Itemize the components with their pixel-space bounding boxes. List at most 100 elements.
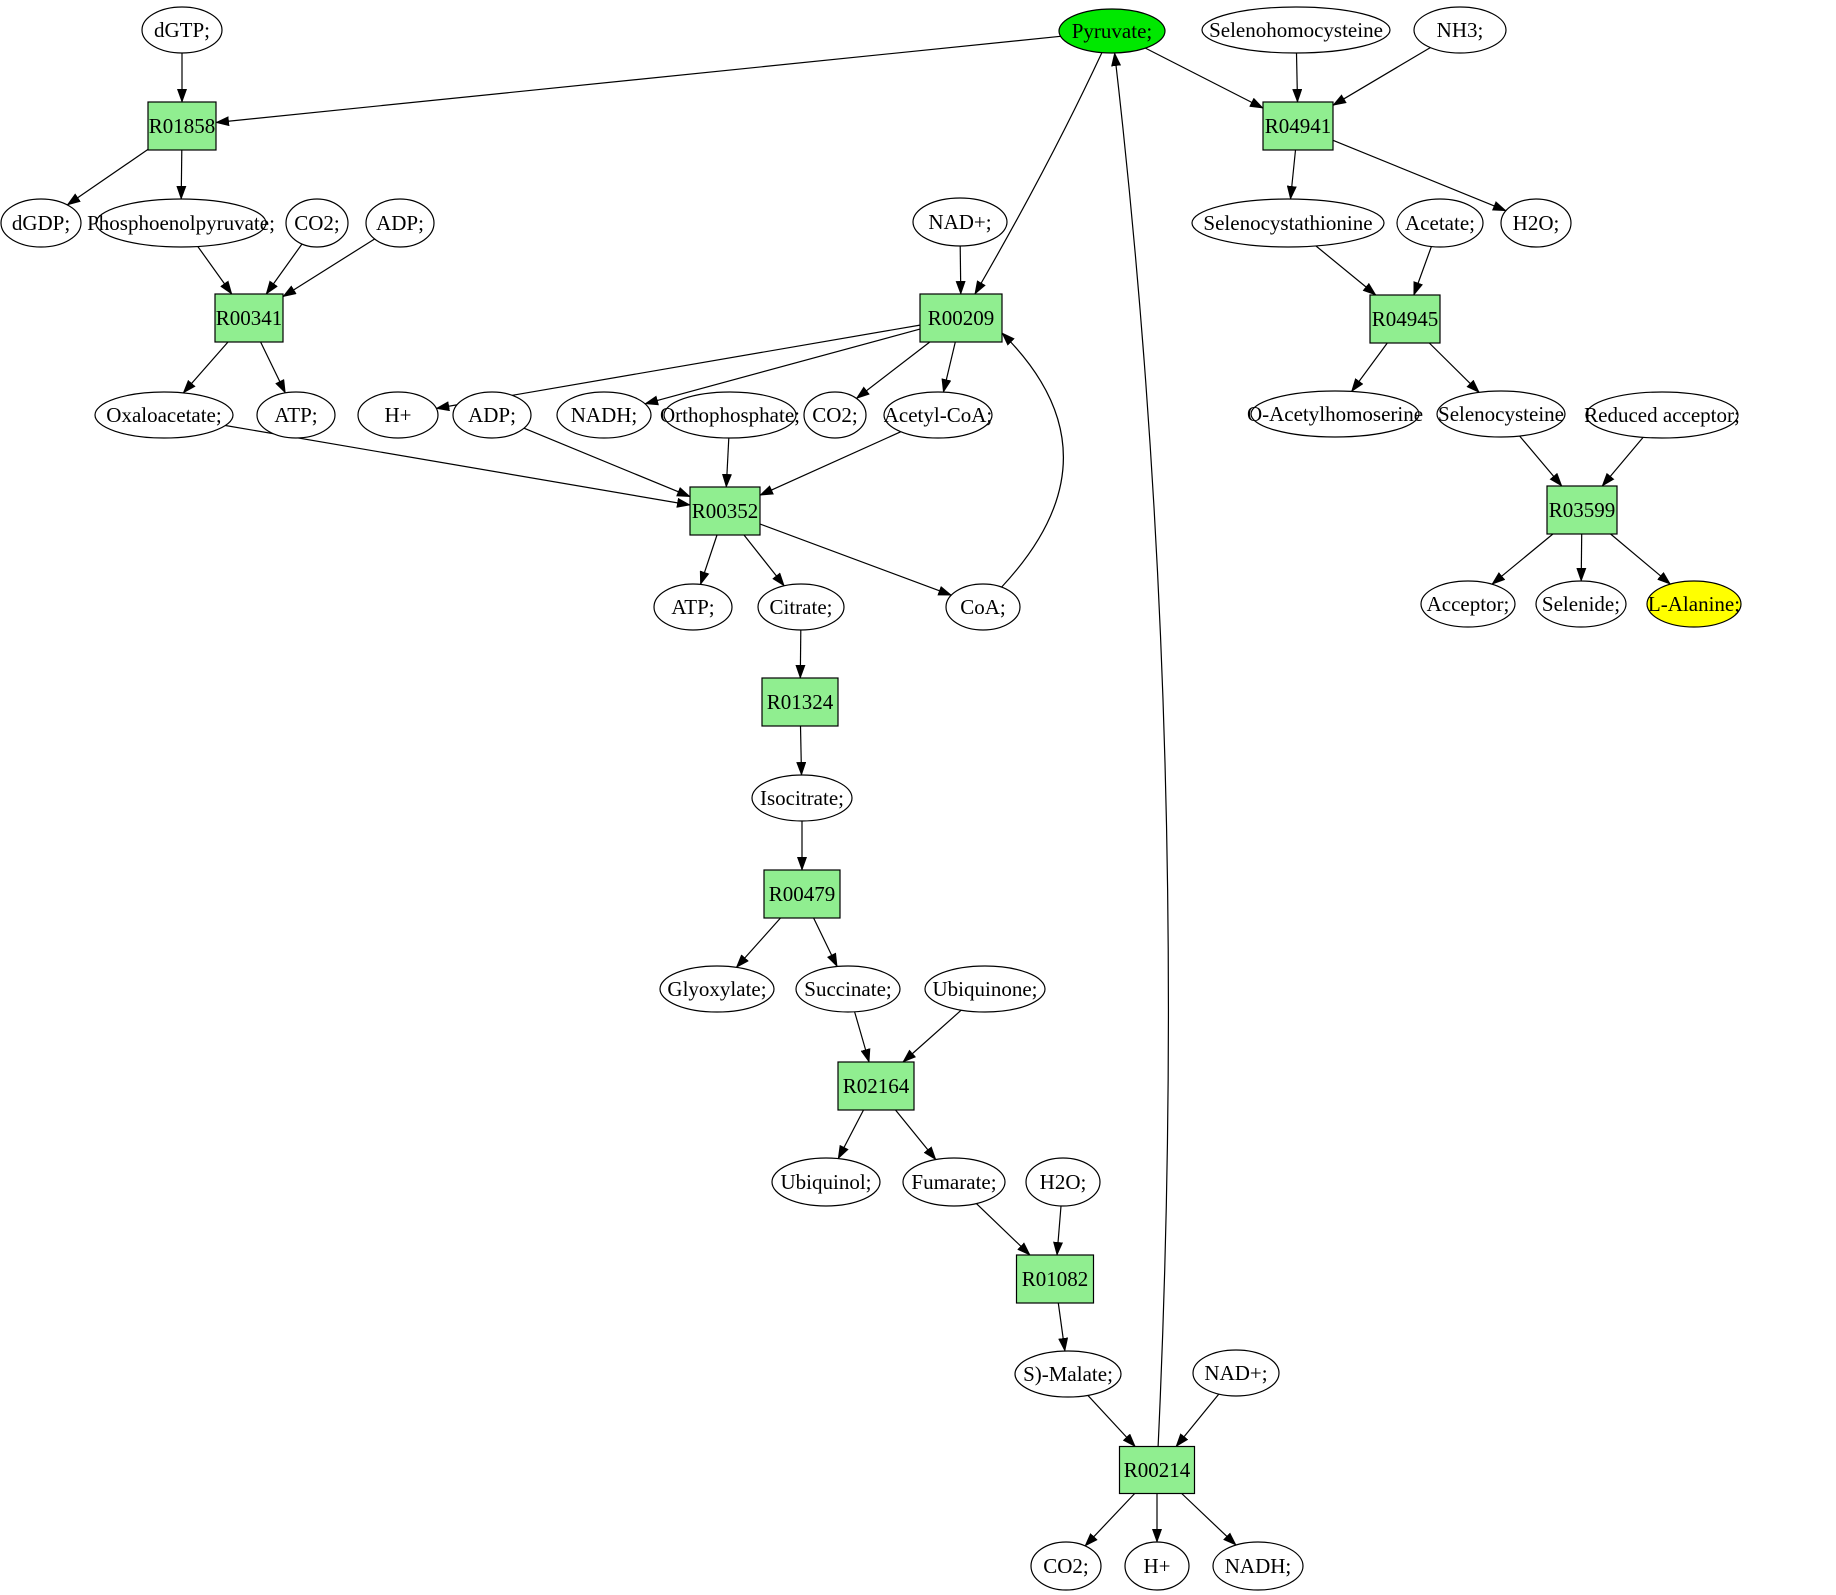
reaction-node-r04945[interactable]: R04945 (1369, 294, 1441, 344)
nad_top-ellipse[interactable] (912, 197, 1008, 247)
acceptor-ellipse[interactable] (1420, 580, 1516, 628)
s_malate-ellipse[interactable] (1014, 1350, 1122, 1398)
metabolite-node-l_alanine[interactable]: L-Alanine; (1646, 580, 1742, 628)
acetylcoa-ellipse[interactable] (883, 391, 993, 439)
reaction-node-r02164[interactable]: R02164 (837, 1061, 915, 1111)
metabolite-node-glyoxylate[interactable]: Glyoxylate; (659, 965, 775, 1013)
metabolite-node-co2_top[interactable]: CO2; (285, 198, 349, 248)
h2o_low-ellipse[interactable] (1025, 1157, 1101, 1207)
r01858-box[interactable] (147, 101, 217, 151)
co2_bot-ellipse[interactable] (1030, 1541, 1102, 1591)
r02164-box[interactable] (837, 1061, 915, 1111)
reaction-node-r04941[interactable]: R04941 (1262, 101, 1334, 151)
metabolite-node-oacetylhomoserine[interactable]: O-Acetylhomoserine (1247, 390, 1423, 438)
nh3-ellipse[interactable] (1413, 6, 1507, 54)
selenocystathionine-ellipse[interactable] (1191, 198, 1385, 248)
metabolite-node-acceptor[interactable]: Acceptor; (1420, 580, 1516, 628)
reaction-node-r01082[interactable]: R01082 (1015, 1254, 1095, 1304)
adp_top-ellipse[interactable] (365, 198, 435, 248)
coa-ellipse[interactable] (945, 583, 1021, 631)
r04941-box[interactable] (1262, 101, 1334, 151)
reaction-node-r00352[interactable]: R00352 (689, 486, 761, 536)
reaction-node-r00479[interactable]: R00479 (763, 869, 841, 919)
metabolite-node-atp_low[interactable]: ATP; (653, 583, 733, 631)
r00479-box[interactable] (763, 869, 841, 919)
metabolite-node-acetylcoa[interactable]: Acetyl-CoA; (883, 391, 993, 439)
r01324-box[interactable] (761, 677, 839, 727)
pyruvate-ellipse[interactable] (1058, 8, 1166, 54)
hplus_bot-ellipse[interactable] (1124, 1541, 1190, 1591)
reduced_acceptor-ellipse[interactable] (1585, 391, 1739, 439)
r00209-box[interactable] (919, 293, 1003, 343)
nadh_mid-ellipse[interactable] (556, 391, 652, 439)
r01082-box[interactable] (1015, 1254, 1095, 1304)
metabolite-node-nadh_mid[interactable]: NADH; (556, 391, 652, 439)
metabolite-node-s_malate[interactable]: S)-Malate; (1014, 1350, 1122, 1398)
metabolite-node-dgtp[interactable]: dGTP; (141, 6, 223, 54)
pep-ellipse[interactable] (95, 198, 267, 248)
metabolite-node-adp_top[interactable]: ADP; (365, 198, 435, 248)
glyoxylate-ellipse[interactable] (659, 965, 775, 1013)
metabolite-node-nad_top[interactable]: NAD+; (912, 197, 1008, 247)
r03599-box[interactable] (1546, 485, 1618, 535)
metabolite-node-nh3[interactable]: NH3; (1413, 6, 1507, 54)
metabolite-node-selenide[interactable]: Selenide; (1535, 580, 1627, 628)
metabolite-node-co2_mid[interactable]: CO2; (803, 391, 867, 439)
orthophosphate-ellipse[interactable] (663, 391, 797, 439)
metabolite-node-pep[interactable]: Phosphoenolpyruvate; (87, 198, 275, 248)
fumarate-ellipse[interactable] (902, 1157, 1006, 1207)
nadh_bot-ellipse[interactable] (1212, 1541, 1304, 1591)
co2_mid-ellipse[interactable] (803, 391, 867, 439)
metabolite-node-orthophosphate[interactable]: Orthophosphate; (660, 391, 800, 439)
co2_top-ellipse[interactable] (285, 198, 349, 248)
r00214-box[interactable] (1118, 1445, 1196, 1495)
reaction-node-r01858[interactable]: R01858 (147, 101, 217, 151)
metabolite-node-selenohomocysteine[interactable]: Selenohomocysteine (1201, 6, 1391, 54)
oxaloacetate-ellipse[interactable] (94, 391, 234, 439)
metabolite-node-nad_low[interactable]: NAD+; (1192, 1349, 1280, 1397)
metabolite-node-acetate[interactable]: Acetate; (1396, 198, 1484, 248)
r04945-box[interactable] (1369, 294, 1441, 344)
selenohomocysteine-ellipse[interactable] (1201, 6, 1391, 54)
succinate-ellipse[interactable] (795, 965, 901, 1013)
metabolite-node-isocitrate[interactable]: Isocitrate; (751, 774, 853, 822)
atp_low-ellipse[interactable] (653, 583, 733, 631)
metabolite-node-selenocystathionine[interactable]: Selenocystathionine (1191, 198, 1385, 248)
ubiquinol-ellipse[interactable] (771, 1157, 881, 1207)
metabolite-node-selenocysteine[interactable]: Selenocysteine (1436, 390, 1566, 438)
oacetylhomoserine-ellipse[interactable] (1250, 390, 1420, 438)
metabolite-node-co2_bot[interactable]: CO2; (1030, 1541, 1102, 1591)
metabolite-node-hplus_mid[interactable]: H+ (357, 391, 439, 439)
h2o_right-ellipse[interactable] (1500, 198, 1572, 248)
metabolite-node-atp_mid[interactable]: ATP; (256, 391, 336, 439)
reaction-node-r01324[interactable]: R01324 (761, 677, 839, 727)
metabolite-node-oxaloacetate[interactable]: Oxaloacetate; (94, 391, 234, 439)
metabolite-node-nadh_bot[interactable]: NADH; (1212, 1541, 1304, 1591)
reaction-node-r00214[interactable]: R00214 (1118, 1445, 1196, 1495)
metabolite-node-hplus_bot[interactable]: H+ (1124, 1541, 1190, 1591)
citrate-ellipse[interactable] (757, 583, 845, 631)
metabolite-node-citrate[interactable]: Citrate; (757, 583, 845, 631)
metabolite-node-dgdp[interactable]: dGDP; (0, 198, 82, 248)
dgdp-ellipse[interactable] (0, 198, 82, 248)
atp_mid-ellipse[interactable] (256, 391, 336, 439)
metabolite-node-h2o_low[interactable]: H2O; (1025, 1157, 1101, 1207)
adp_mid-ellipse[interactable] (452, 391, 532, 439)
nad_low-ellipse[interactable] (1192, 1349, 1280, 1397)
isocitrate-ellipse[interactable] (751, 774, 853, 822)
r00352-box[interactable] (689, 486, 761, 536)
metabolite-node-fumarate[interactable]: Fumarate; (902, 1157, 1006, 1207)
metabolite-node-ubiquinol[interactable]: Ubiquinol; (771, 1157, 881, 1207)
selenide-ellipse[interactable] (1535, 580, 1627, 628)
metabolite-node-h2o_right[interactable]: H2O; (1500, 198, 1572, 248)
l_alanine-ellipse[interactable] (1646, 580, 1742, 628)
reaction-node-r00341[interactable]: R00341 (214, 293, 284, 343)
metabolite-node-coa[interactable]: CoA; (945, 583, 1021, 631)
metabolite-node-succinate[interactable]: Succinate; (795, 965, 901, 1013)
dgtp-ellipse[interactable] (141, 6, 223, 54)
metabolite-node-adp_mid[interactable]: ADP; (452, 391, 532, 439)
acetate-ellipse[interactable] (1396, 198, 1484, 248)
metabolite-node-pyruvate[interactable]: Pyruvate; (1058, 8, 1166, 54)
r00341-box[interactable] (214, 293, 284, 343)
reaction-node-r03599[interactable]: R03599 (1546, 485, 1618, 535)
